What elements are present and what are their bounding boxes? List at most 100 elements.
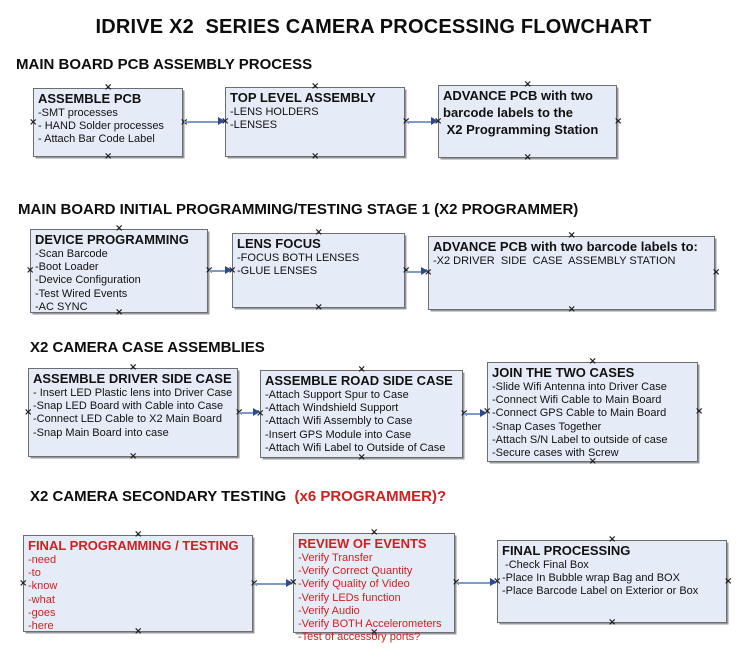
- handle-bottom-icon: ×: [129, 451, 138, 462]
- flow-box-join-the-two-cases[interactable]: JOIN THE TWO CASES -Slide Wifi Antenna i…: [483, 357, 703, 467]
- box-item: - Attach Bar Code Label: [38, 133, 155, 146]
- arrow-line: [239, 412, 255, 414]
- box-items: -Verify Transfer-Verify Correct Quantity…: [298, 552, 450, 644]
- box-item: X2 Programming Station: [443, 122, 599, 137]
- box-item: -GLUE LENSES: [237, 265, 318, 278]
- box-items: -SMT processes- HAND Solder processes- A…: [38, 107, 178, 147]
- flow-box-advance-pcb-programming-station[interactable]: ADVANCE PCB with two barcode labels to t…: [434, 80, 622, 163]
- connector-arrow[interactable]: [209, 266, 232, 275]
- handle-right-icon: ×: [724, 575, 733, 587]
- box-item: - HAND Solder processes: [38, 120, 164, 133]
- box-item: -Connect GPS Cable to Main Board: [492, 407, 667, 420]
- arrowhead-icon: [286, 579, 293, 587]
- box-item: -Verify Audio: [298, 604, 360, 617]
- box-item: -Attach Wifi Label to Outside of Case: [265, 441, 446, 454]
- flow-box-lens-focus[interactable]: LENS FOCUS -FOCUS BOTH LENSES-GLUE LENSE…: [228, 228, 410, 313]
- arrowhead-icon: [480, 409, 487, 417]
- handle-bottom-icon: ×: [104, 151, 113, 162]
- flow-box-assemble-pcb[interactable]: ASSEMBLE PCB -SMT processes- HAND Solder…: [29, 83, 188, 162]
- box-item: -Secure cases with Screw: [492, 447, 619, 460]
- box-item: -Verify Quality of Video: [298, 578, 410, 591]
- box-item: -X2 DRIVER SIDE CASE ASSEMBLY STATION: [433, 255, 676, 267]
- box-item: -Snap Cases Together: [492, 420, 602, 433]
- box-item: -Test Wired Events: [35, 287, 128, 300]
- box-item: barcode labels to the: [443, 105, 574, 120]
- flow-box-top-level-assembly[interactable]: TOP LEVEL ASSEMBLY -LENS HOLDERS-LENSES …: [221, 82, 410, 162]
- box-title: ASSEMBLE DRIVER SIDE CASE: [33, 371, 232, 386]
- section-heading-secondary-testing: X2 CAMERA SECONDARY TESTING (x6 PROGRAMM…: [30, 488, 446, 505]
- box-items: -Check Final Box-Place In Bubble wrap Ba…: [502, 559, 722, 599]
- box-item: -Slide Wifi Antenna into Driver Case: [492, 381, 667, 393]
- handle-bottom-icon: ×: [314, 302, 323, 313]
- connector-arrow[interactable]: [254, 579, 293, 588]
- arrowhead-icon: [218, 117, 225, 125]
- box-item: -Attach Wifi Assembly to Case: [265, 415, 413, 428]
- section-heading-initial-programming: MAIN BOARD INITIAL PROGRAMMING/TESTING S…: [18, 201, 579, 218]
- flow-box-device-programming[interactable]: DEVICE PROGRAMMING -Scan Barcode-Boot Lo…: [26, 224, 213, 318]
- flow-box-advance-pcb-driver-side[interactable]: ADVANCE PCB with two barcode labels to: …: [424, 231, 720, 315]
- box-item: -Attach Windshield Support: [265, 402, 399, 415]
- box-item: -goes: [28, 606, 56, 619]
- section-heading-pcb-assembly: MAIN BOARD PCB ASSEMBLY PROCESS: [16, 56, 313, 73]
- handle-bottom-icon: ×: [357, 452, 366, 463]
- box-item: -Attach Support Spur to Case: [265, 389, 409, 401]
- handle-left-icon: ×: [29, 116, 38, 128]
- arrowhead-icon: [421, 267, 428, 275]
- flow-box-final-programming-testing[interactable]: FINAL PROGRAMMING / TESTING -need-to-kno…: [19, 530, 258, 637]
- handle-left-icon: ×: [26, 265, 35, 276]
- box-item: -Device Configuration: [35, 274, 141, 287]
- box-title: ADVANCE PCB with two: [443, 88, 593, 103]
- box-items: - Insert LED Plastic lens into Driver Ca…: [33, 387, 233, 440]
- box-title: LENS FOCUS: [237, 236, 321, 251]
- arrow-line: [209, 270, 227, 272]
- arrow-line: [254, 583, 288, 585]
- box-item: -here: [28, 620, 54, 633]
- arrow-line: [464, 413, 482, 415]
- box-item: -Connect Wifi Cable to Main Board: [492, 394, 662, 407]
- handle-right-icon: ×: [695, 406, 704, 417]
- box-items: barcode labels to the X2 Programming Sta…: [443, 104, 612, 138]
- box-item: -Attach S/N Label to outside of case: [492, 433, 668, 446]
- section-heading-red-part: (x6 PROGRAMMER)?: [290, 488, 447, 505]
- box-title: FINAL PROCESSING: [502, 543, 631, 558]
- flow-box-final-processing[interactable]: FINAL PROCESSING -Check Final Box-Place …: [493, 535, 732, 628]
- section-heading-case-assemblies: X2 CAMERA CASE ASSEMBLIES: [30, 339, 265, 356]
- connector-arrow[interactable]: [239, 408, 260, 417]
- box-item: -what: [28, 593, 55, 606]
- arrowhead-icon: [253, 408, 260, 416]
- box-title: ASSEMBLE PCB: [38, 91, 142, 106]
- box-item: -Verify Correct Quantity: [298, 565, 413, 578]
- arrow-line: [456, 582, 492, 584]
- connector-arrow[interactable]: [406, 267, 428, 276]
- box-title: ASSEMBLE ROAD SIDE CASE: [265, 373, 453, 388]
- box-item: -Snap Main Board into case: [33, 426, 169, 439]
- page-title: IDRIVE X2 SERIES CAMERA PROCESSING FLOWC…: [95, 16, 652, 38]
- box-item: -Check Final Box: [502, 559, 589, 571]
- box-title: JOIN THE TWO CASES: [492, 365, 635, 380]
- arrowhead-icon: [490, 578, 497, 586]
- box-item: -LENS HOLDERS: [230, 106, 319, 118]
- handle-right-icon: ×: [614, 115, 623, 127]
- box-item: -to: [28, 567, 41, 580]
- connector-arrow[interactable]: [406, 117, 438, 126]
- box-item: -Place In Bubble wrap Bag and BOX: [502, 572, 680, 585]
- box-title: DEVICE PROGRAMMING: [35, 232, 189, 247]
- box-item: -need: [28, 554, 57, 566]
- box-item: -Verify BOTH Accelerometers: [298, 618, 442, 631]
- arrowhead-icon: [431, 117, 438, 125]
- box-item: -Scan Barcode: [35, 248, 108, 260]
- handle-bottom-icon: ×: [608, 617, 617, 628]
- connector-arrow[interactable]: [464, 409, 487, 418]
- flow-box-assemble-driver-side-case[interactable]: ASSEMBLE DRIVER SIDE CASE - Insert LED P…: [24, 363, 243, 462]
- box-items: -X2 DRIVER SIDE CASE ASSEMBLY STATION: [433, 255, 710, 268]
- box-items: -Attach Support Spur to Case-Attach Wind…: [265, 389, 458, 455]
- box-item: -Place Barcode Label on Exterior or Box: [502, 585, 699, 598]
- handle-bottom-icon: ×: [311, 151, 320, 162]
- box-item: -FOCUS BOTH LENSES: [237, 252, 360, 264]
- connector-arrow[interactable]: [456, 578, 497, 587]
- connector-arrow[interactable]: [184, 117, 225, 126]
- flow-box-review-of-events[interactable]: REVIEW OF EVENTS -Verify Transfer-Verify…: [289, 528, 460, 644]
- box-item: -Snap LED Board with Cable into Case: [33, 400, 224, 413]
- flow-box-assemble-road-side-case[interactable]: ASSEMBLE ROAD SIDE CASE -Attach Support …: [256, 365, 468, 463]
